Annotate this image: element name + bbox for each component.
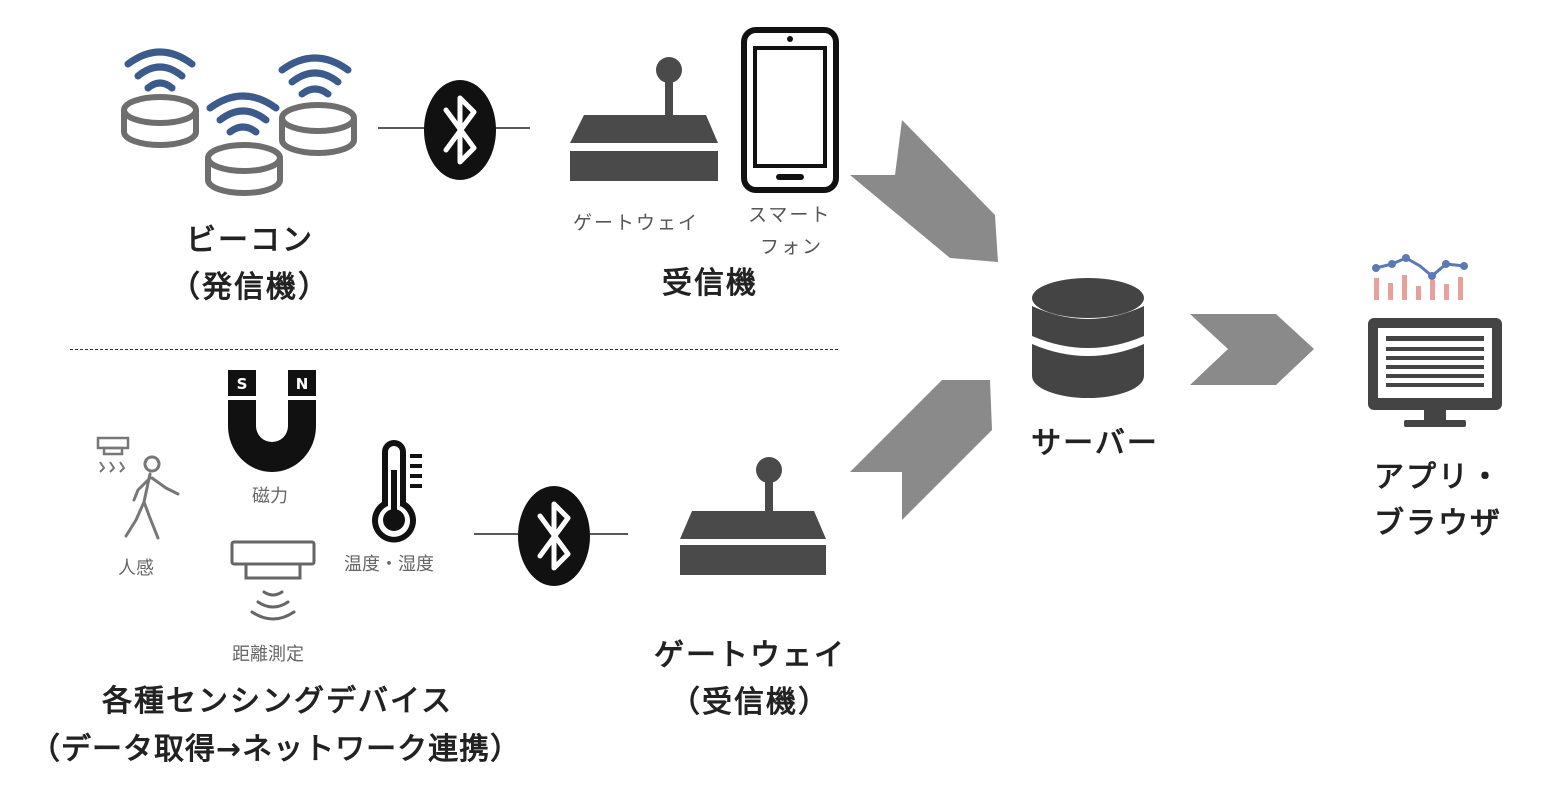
sensors-title: 各種センシングデバイス xyxy=(102,684,454,719)
magnet-s-label: S xyxy=(237,375,248,393)
bluetooth-icon xyxy=(424,80,496,180)
gateway-icon xyxy=(680,457,826,575)
arrow-bottom-to-server-icon xyxy=(850,380,992,520)
smartphone-label-2: フォン xyxy=(760,236,824,258)
smartphone-icon xyxy=(741,27,839,193)
distance-label: 距離測定 xyxy=(232,644,304,665)
server-database-icon xyxy=(1032,278,1144,398)
bluetooth-link-bottom xyxy=(474,486,628,586)
magnet-icon: S N xyxy=(228,370,316,472)
gateway2-title: ゲートウェイ xyxy=(654,638,846,673)
section-divider xyxy=(70,349,838,350)
distance-sensor-icon xyxy=(230,540,316,621)
gateway-label: ゲートウェイ xyxy=(573,212,700,234)
monitor-icon xyxy=(1368,318,1502,427)
server-label: サーバー xyxy=(1031,426,1159,461)
bluetooth-icon xyxy=(518,486,590,586)
app-label-1: アプリ・ xyxy=(1374,460,1502,495)
arrow-top-to-server-icon xyxy=(850,120,998,262)
magnetism-label: 磁力 xyxy=(252,486,288,507)
receiver-title: 受信機 xyxy=(662,266,758,301)
smartphone-label-1: スマート xyxy=(748,204,832,226)
magnet-n-label: N xyxy=(296,375,309,393)
arrow-server-to-app-icon xyxy=(1190,314,1314,385)
beacon-group-icon xyxy=(121,48,357,196)
gateway2-subtitle: （受信機） xyxy=(670,685,830,720)
beacon-title: ビーコン xyxy=(186,223,314,258)
temperature-label: 温度・湿度 xyxy=(344,554,434,575)
sensors-subtitle: （データ取得→ネットワーク連携） xyxy=(30,732,522,767)
bluetooth-link-top xyxy=(378,80,530,180)
chart-icon xyxy=(1372,254,1468,300)
beacon-subtitle: （発信機） xyxy=(170,270,330,305)
motion-sensor-icon xyxy=(96,436,180,540)
app-label-2: ブラウザ xyxy=(1374,506,1502,541)
human-sensor-label: 人感 xyxy=(118,558,154,579)
thermometer-icon xyxy=(372,440,422,543)
gateway-icon xyxy=(570,57,718,181)
